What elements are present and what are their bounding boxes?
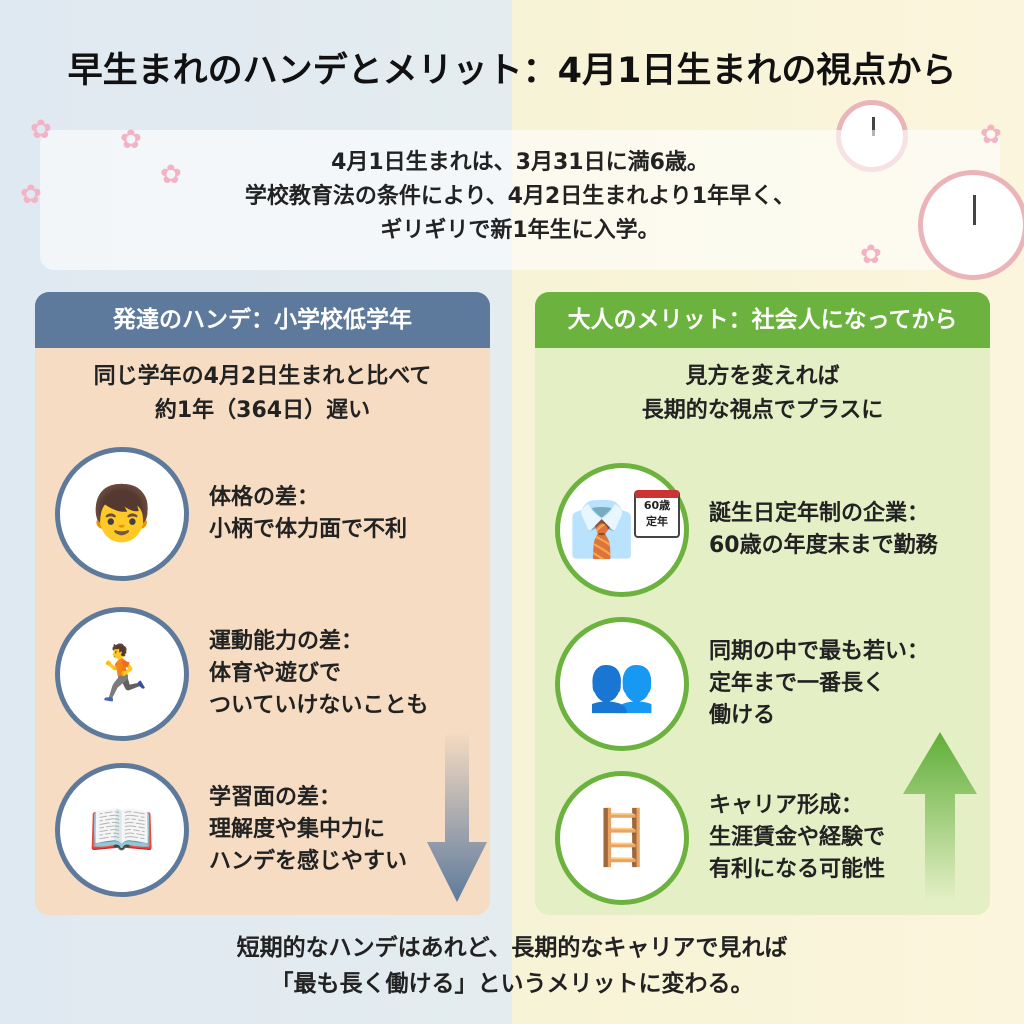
item-title: キャリア形成： [709,793,864,818]
conclusion-line: 「最も長く働ける」というメリットに変わる。 [270,971,754,997]
list-item: 🪜 キャリア形成： 生涯賃金や経験で有利になる可能性 [555,768,975,908]
item-text: 生涯賃金や経験で [709,825,886,850]
intro-line: 4月1日生まれは、3月31日に満6歳。 [331,150,709,175]
conclusion-line: 短期的なハンデはあれど、長期的なキャリアで見れば [236,935,788,961]
businessman-figure-icon: 👔 [568,498,636,561]
list-item: 👔 60歳定年 誕生日定年制の企業： 60歳の年度末まで勤務 [555,460,975,600]
list-item: 👥 同期の中で最も若い： 定年まで一番長く働ける [555,614,975,754]
item-text: 小柄で体力面で不利 [209,517,408,542]
item-text: 働ける [709,703,776,728]
cherry-blossom-icon: ✿ [980,120,1002,150]
intro-box: 4月1日生まれは、3月31日に満6歳。 学校教育法の条件により、4月2日生まれよ… [40,130,1000,270]
item-title: 誕生日定年制の企業： [709,501,930,526]
calendar-text: 60歳 [643,499,671,512]
item-text: 理解度や集中力に [209,817,386,842]
career-ladder-icon: 🪜 [555,771,689,905]
list-item: 👦 体格の差： 小柄で体力面で不利 [55,444,475,584]
calendar-text: 定年 [646,515,668,528]
calendar-icon: 60歳定年 [634,490,680,538]
businessman-icon: 👔 60歳定年 [555,463,689,597]
item-text: 有利になる可能性 [709,857,886,882]
item-text: ついていけないことも [209,693,429,718]
intro-line: ギリギリで新1年生に入学。 [380,218,660,243]
handicap-panel: 発達のハンデ：小学校低学年 同じ学年の4月2日生まれと比べて 約1年（364日）… [35,292,490,915]
page-title: 早生まれのハンデとメリット：4月1日生まれの視点から [67,51,957,91]
item-text: 体育や遊びで [209,661,342,686]
intro-line: 学校教育法の条件により、4月2日生まれより1年早く、 [244,184,796,209]
lead-line: 同じ学年の4月2日生まれと比べて [93,364,432,389]
cherry-blossom-icon: ✿ [860,240,882,270]
lead-line: 長期的な視点でプラスに [641,398,884,423]
cherry-blossom-icon: ✿ [160,160,182,190]
children-icon: 👦 [55,447,189,581]
panel-header: 発達のハンデ：小学校低学年 [35,292,490,348]
merit-panel: 大人のメリット：社会人になってから 見方を変えれば 長期的な視点でプラスに 👔 … [535,292,990,915]
panel-lead: 同じ学年の4月2日生まれと比べて 約1年（364日）遅い [35,360,490,428]
cherry-blossom-icon: ✿ [30,115,52,145]
running-child-icon: 🏃 [55,607,189,741]
item-title: 同期の中で最も若い： [709,639,930,664]
cherry-blossom-icon: ✿ [120,125,142,155]
list-item: 📖 学習面の差： 理解度や集中力にハンデを感じやすい [55,760,475,900]
item-title: 学習面の差： [209,785,342,810]
studying-child-icon: 📖 [55,763,189,897]
lead-line: 約1年（364日）遅い [154,398,371,423]
panel-lead: 見方を変えれば 長期的な視点でプラスに [535,360,990,428]
cherry-blossom-icon: ✿ [20,180,42,210]
item-title: 体格の差： [209,485,320,510]
item-title: 運動能力の差： [209,629,364,654]
item-text: ハンデを感じやすい [209,849,408,874]
item-text: 60歳の年度末まで勤務 [709,533,938,558]
panel-header: 大人のメリット：社会人になってから [535,292,990,348]
clock-icon [918,170,1024,280]
item-text: 定年まで一番長く [709,671,886,696]
conclusion: 短期的なハンデはあれど、長期的なキャリアで見れば 「最も長く働ける」というメリッ… [0,930,1024,1002]
list-item: 🏃 運動能力の差： 体育や遊びでついていけないことも [55,604,475,744]
down-arrow-icon [427,732,487,902]
coworkers-icon: 👥 [555,617,689,751]
up-arrow-icon [903,732,977,902]
lead-line: 見方を変えれば [685,364,840,389]
